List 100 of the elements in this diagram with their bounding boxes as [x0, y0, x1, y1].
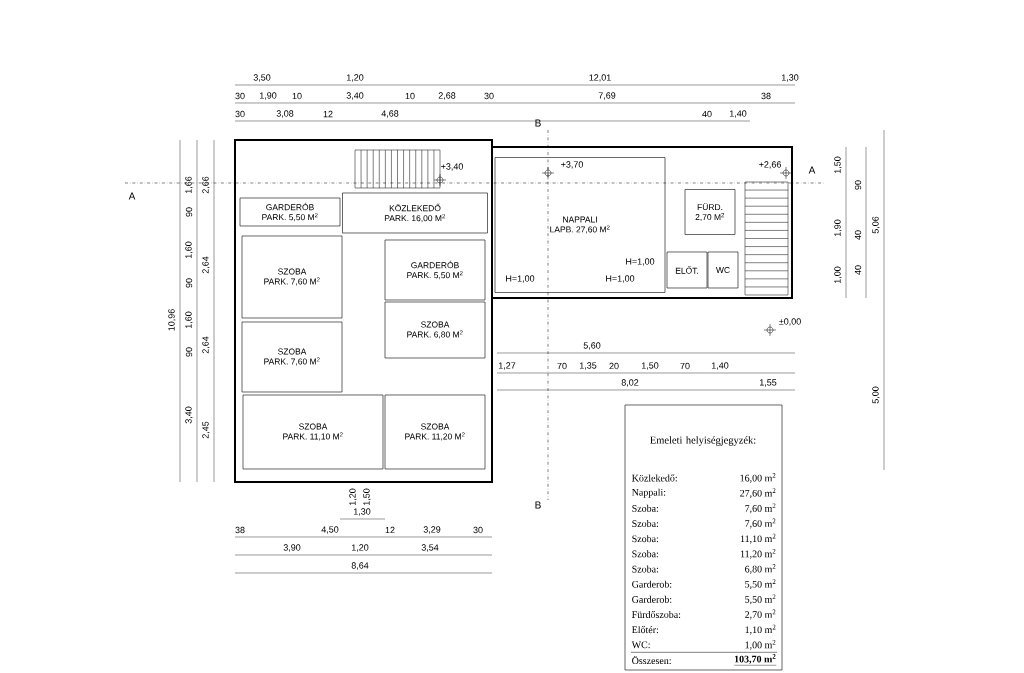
dimension-label: 10: [405, 92, 415, 100]
room-box: SZOBA PARK. 6,80 M$^{2}$: [384, 301, 486, 359]
dimension-label: 1,00: [834, 266, 842, 284]
dimension-label: 70: [557, 362, 567, 370]
table-cell: Nappali:: [632, 488, 666, 498]
window-label: H=1,00: [506, 275, 535, 283]
dimension-label: 90: [185, 347, 193, 357]
table-cell: 16,00 m$^{2}$: [740, 473, 776, 483]
room-box: FÜRD. 2,70 M$^{2}$: [684, 189, 736, 235]
dimension-label: 1,50: [641, 362, 659, 370]
table-title: Emeleti helyiségjegyzék:: [650, 436, 756, 446]
room-box: SZOBA PARK. 7,60 M$^{2}$: [241, 235, 343, 319]
dimension-label: 2,68: [438, 92, 456, 100]
table-cell: 5,50 m$^{2}$: [745, 594, 776, 605]
dimension-label: 1,27: [498, 362, 516, 370]
dimension-label: 8,02: [621, 379, 639, 387]
dimension-label: 2,66: [202, 176, 210, 194]
table-cell: Szoba:: [632, 550, 658, 558]
dimension-label: 10: [292, 92, 302, 100]
table-cell: 5,50 m$^{2}$: [745, 579, 776, 590]
table-cell: WC:: [631, 641, 650, 649]
dimension-label: 1,66: [185, 176, 193, 194]
table-cell: Szoba:: [632, 519, 658, 527]
table-cell: 7,60 m$^{2}$: [745, 518, 776, 529]
dimension-label: 70: [680, 362, 690, 370]
table-cell: Szoba:: [632, 504, 658, 512]
table-cell: 2,70 m$^{2}$: [745, 609, 776, 620]
dimension-label: 38: [235, 526, 245, 534]
dimension-label: 1,60: [185, 241, 193, 259]
level-label: +3,70: [561, 161, 583, 169]
dimension-label: 1,20: [346, 74, 364, 82]
room-box: WC: [707, 251, 739, 289]
dimension-label: 30: [473, 526, 483, 534]
dimension-label: 1,35: [579, 362, 597, 370]
dimension-label: 5,60: [583, 342, 601, 350]
table-cell: 6,80 m$^{2}$: [745, 564, 776, 574]
dimension-label: 2,45: [202, 421, 210, 439]
dimension-label: 3,90: [283, 544, 301, 552]
section-label: A: [128, 192, 136, 200]
dimension-label: 3,50: [253, 74, 271, 82]
dimension-label: 90: [185, 207, 193, 217]
dimension-label: 1,30: [781, 74, 799, 82]
room-box: SZOBA PARK. 11,20 M$^{2}$: [384, 394, 486, 470]
table-cell: 11,20 m$^{2}$: [740, 548, 776, 559]
dimension-label: 1,20: [349, 488, 357, 506]
table-cell: Garderob:: [632, 595, 672, 603]
dimension-label: 90: [854, 180, 862, 190]
room-box: SZOBA PARK. 7,60 M$^{2}$: [241, 321, 343, 393]
table-cell: Szoba:: [632, 565, 658, 573]
dimension-label: 3,40: [185, 406, 193, 424]
dimension-label: 1,60: [185, 311, 193, 329]
table-cell: Garderob:: [632, 580, 672, 588]
dimension-label: 2,64: [202, 256, 210, 274]
dimension-label: 3,54: [421, 544, 439, 552]
dimension-label: 12,01: [589, 74, 611, 82]
dimension-label: 40: [854, 265, 862, 275]
dimension-label: 1,40: [729, 110, 747, 118]
dimension-label: 40: [702, 110, 712, 118]
dimension-label: 10,96: [168, 309, 176, 331]
table-cell: Közlekedő:: [632, 474, 677, 482]
dimension-label: 3,29: [423, 526, 441, 534]
dimension-label: 90: [185, 278, 193, 288]
dimension-label: 1,40: [711, 362, 729, 370]
room-box: GARDERÓB PARK. 5,50 M$^{2}$: [239, 197, 341, 227]
window-label: H=1,00: [626, 258, 655, 266]
room-box: GARDERÓB PARK. 5,50 M$^{2}$: [384, 239, 486, 301]
table-cell: 27,60 m$^{2}$: [740, 488, 776, 499]
dimension-label: 40: [854, 230, 862, 240]
dimension-label: 3,08: [276, 110, 294, 118]
dimension-label: 4,68: [381, 110, 399, 118]
table-cell: 1,00 m$^{2}$: [745, 639, 776, 650]
level-label: +2,66: [759, 161, 781, 169]
dimension-label: 3,40: [346, 92, 364, 100]
dimension-label: 5,00: [872, 386, 880, 404]
section-label: B: [535, 119, 541, 127]
window-label: H=1,00: [606, 275, 635, 283]
table-cell: Fürdőszoba:: [632, 610, 681, 619]
table-cell: 103,70 m$^{2}$: [733, 654, 777, 666]
dimension-label: 12: [385, 526, 395, 534]
table-cell: 11,10 m$^{2}$: [740, 533, 776, 544]
room-box: ELŐT.: [666, 251, 708, 289]
section-label: A: [808, 166, 816, 174]
table-cell: Szoba:: [632, 535, 658, 543]
dimension-label: 8,64: [351, 562, 369, 570]
dimension-label: 30: [235, 110, 245, 118]
section-label: B: [535, 501, 541, 509]
dimension-label: 30: [235, 92, 245, 100]
dimension-label: 7,69: [598, 92, 616, 100]
dimension-label: 1,90: [259, 92, 277, 100]
table-cell: 7,60 m$^{2}$: [745, 503, 776, 514]
table-cell: Összesen:: [632, 655, 671, 665]
table-cell: 1,10 m$^{2}$: [745, 624, 776, 635]
dimension-label: 1,90: [834, 219, 842, 237]
dimension-label: 30: [484, 92, 494, 100]
room-box: KÖZLEKEDŐ PARK. 16,00 M$^{2}$: [342, 192, 488, 234]
dimension-label: 1,20: [351, 544, 369, 552]
dimension-label: 1,55: [759, 379, 777, 387]
level-label: +3,40: [441, 163, 463, 171]
dimension-label: 20: [609, 362, 619, 370]
dimension-label: 4,50: [321, 526, 339, 534]
